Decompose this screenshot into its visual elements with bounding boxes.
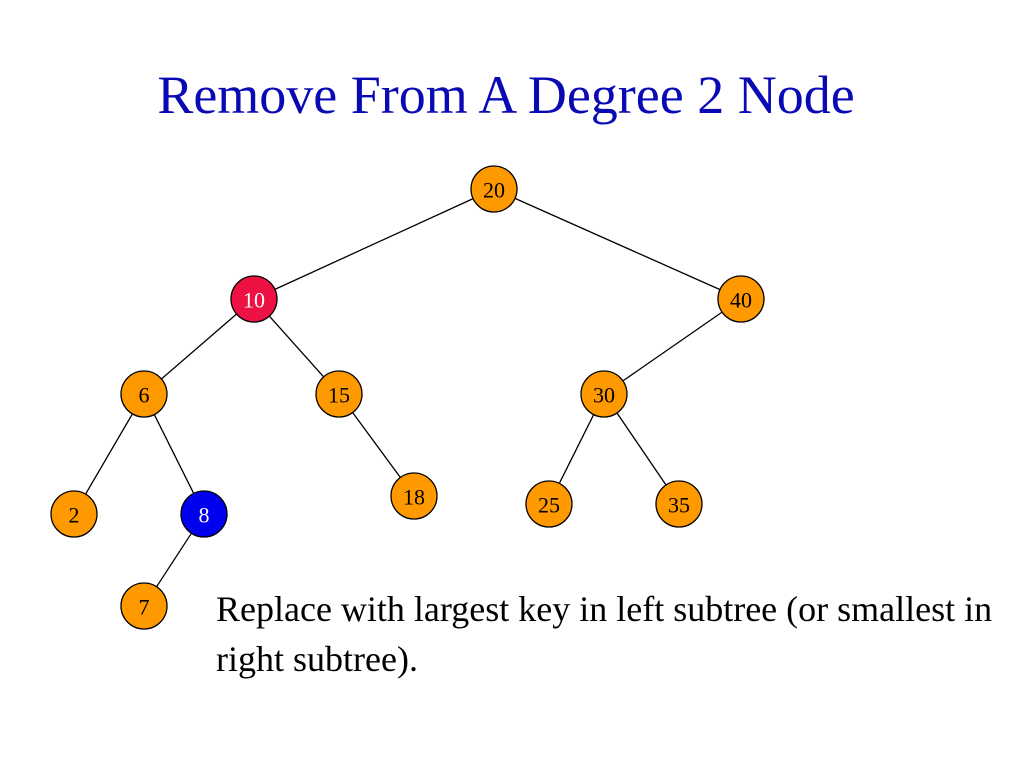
- tree-edge-6-8: [153, 414, 195, 494]
- tree-node-circle: [470, 165, 518, 213]
- tree-node-circle: [50, 490, 98, 538]
- tree-edge-15-18: [352, 412, 401, 478]
- tree-node-10: 10: [230, 275, 278, 323]
- tree-node-label: 25: [538, 493, 560, 518]
- tree-edge-8-7: [156, 532, 192, 588]
- tree-node-15: 15: [315, 370, 363, 418]
- tree-edges: [85, 197, 723, 588]
- tree-node-circle: [180, 490, 228, 538]
- tree-edge-30-25: [558, 414, 595, 484]
- tree-node-20: 20: [470, 165, 518, 213]
- tree-node-30: 30: [580, 370, 628, 418]
- tree-node-label: 40: [730, 288, 752, 313]
- tree-node-label: 30: [593, 383, 615, 408]
- tree-edge-40-30: [622, 311, 723, 382]
- tree-node-circle: [655, 480, 703, 528]
- slide-caption: Replace with largest key in left subtree…: [216, 589, 993, 679]
- tree-node-label: 15: [328, 383, 350, 408]
- tree-edge-30-35: [616, 412, 667, 486]
- tree-node-label: 35: [668, 493, 690, 518]
- slide-title: Remove From A Degree 2 Node: [157, 65, 855, 125]
- tree-node-2: 2: [50, 490, 98, 538]
- tree-node-label: 8: [199, 503, 210, 528]
- tree-nodes: 20 10 40 6 15 30 2 8 18 25 35 7: [50, 165, 765, 630]
- tree-node-label: 7: [139, 595, 150, 620]
- tree-edge-20-10: [274, 198, 474, 290]
- tree-node-label: 20: [483, 178, 505, 203]
- tree-edge-6-2: [85, 413, 133, 495]
- tree-node-circle: [717, 275, 765, 323]
- tree-node-label: 18: [403, 485, 425, 510]
- tree-node-label: 10: [243, 288, 265, 313]
- tree-node-circle: [580, 370, 628, 418]
- tree-node-circle: [120, 582, 168, 630]
- tree-node-circle: [525, 480, 573, 528]
- tree-node-circle: [390, 472, 438, 520]
- tree-node-7: 7: [120, 582, 168, 630]
- tree-node-circle: [230, 275, 278, 323]
- tree-node-40: 40: [717, 275, 765, 323]
- tree-node-circle: [315, 370, 363, 418]
- tree-node-18: 18: [390, 472, 438, 520]
- tree-node-circle: [120, 370, 168, 418]
- tree-node-8: 8: [180, 490, 228, 538]
- tree-node-25: 25: [525, 480, 573, 528]
- tree-node-6: 6: [120, 370, 168, 418]
- tree-node-label: 2: [69, 503, 80, 528]
- tree-node-label: 6: [139, 383, 150, 408]
- tree-edge-20-40: [514, 197, 721, 291]
- tree-node-35: 35: [655, 480, 703, 528]
- tree-edge-10-6: [160, 313, 238, 380]
- tree-edge-10-15: [268, 315, 325, 378]
